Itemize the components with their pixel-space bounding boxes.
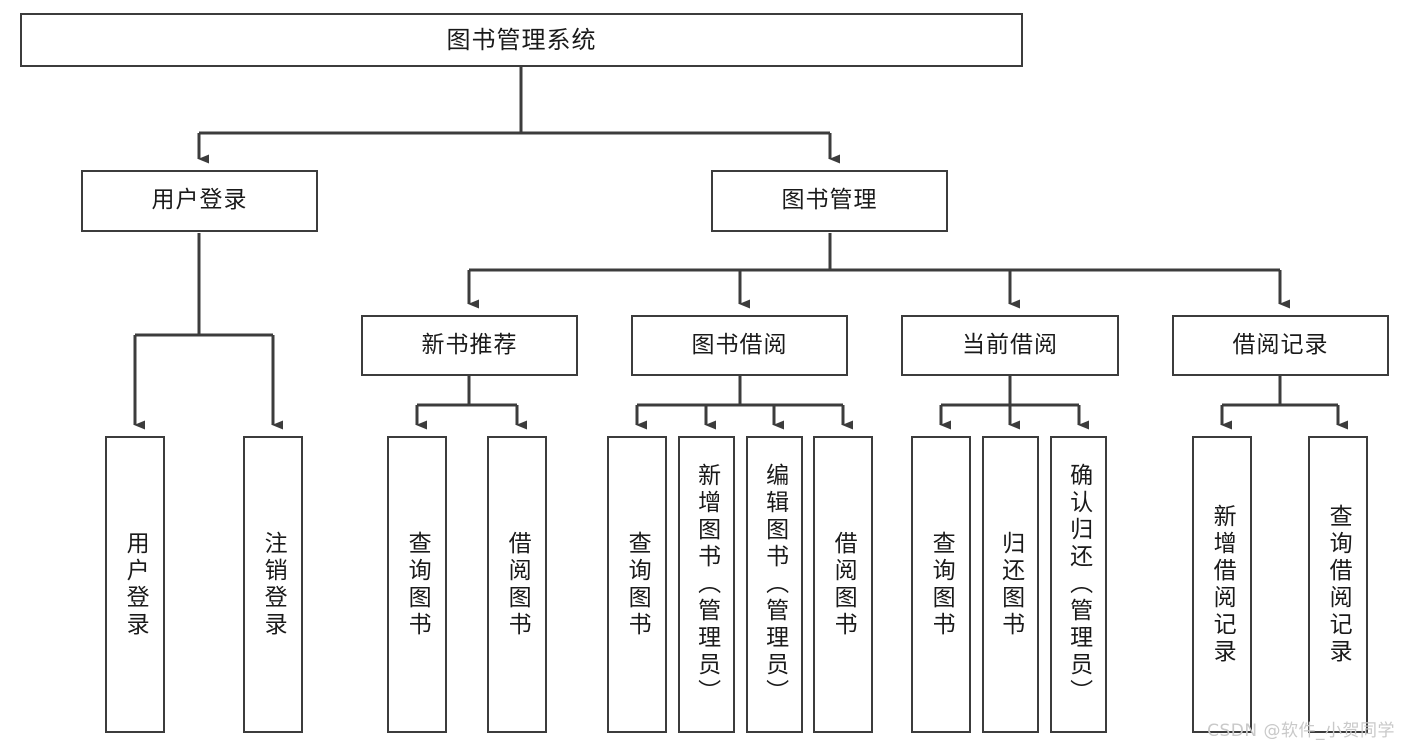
- node-label: 图书管理: [781, 187, 878, 214]
- leaf-current-borrow-return-book[interactable]: 归还图书: [982, 436, 1039, 733]
- node-label: 新书推荐: [421, 331, 518, 358]
- leaf-book-borrow-edit-book-admin[interactable]: 编辑图书（管理员）: [746, 436, 803, 733]
- node-new-book-recommend[interactable]: 新书推荐: [361, 315, 578, 376]
- node-label: 用户登录: [151, 187, 248, 214]
- node-label: 查询图书: [404, 530, 431, 639]
- node-borrow-record[interactable]: 借阅记录: [1172, 315, 1389, 376]
- leaf-book-borrow-add-book-admin[interactable]: 新增图书（管理员）: [678, 436, 735, 733]
- leaf-user-login-login[interactable]: 用户登录: [105, 436, 165, 733]
- node-label: 编辑图书（管理员）: [761, 463, 788, 706]
- node-user-login[interactable]: 用户登录: [81, 170, 318, 232]
- node-label: 查询图书: [928, 530, 955, 639]
- node-current-borrow[interactable]: 当前借阅: [901, 315, 1119, 376]
- csdn-watermark: CSDN @软件_小贺同学: [1207, 721, 1395, 741]
- leaf-user-login-logout[interactable]: 注销登录: [243, 436, 303, 733]
- node-label: 查询图书: [624, 530, 651, 639]
- node-label: 查询借阅记录: [1325, 503, 1352, 666]
- node-label: 确认归还（管理员）: [1065, 463, 1092, 706]
- node-label: 图书借阅: [691, 331, 788, 358]
- node-label: 当前借阅: [962, 331, 1058, 358]
- node-label: 借阅图书: [504, 530, 531, 639]
- node-book-borrow[interactable]: 图书借阅: [631, 315, 848, 376]
- leaf-new-book-borrow-book[interactable]: 借阅图书: [487, 436, 547, 733]
- node-label: 注销登录: [260, 530, 287, 639]
- leaf-book-borrow-query-book[interactable]: 查询图书: [607, 436, 667, 733]
- leaf-borrow-record-query-record[interactable]: 查询借阅记录: [1308, 436, 1368, 733]
- leaf-current-borrow-confirm-return-admin[interactable]: 确认归还（管理员）: [1050, 436, 1107, 733]
- node-label: 借阅记录: [1232, 331, 1329, 358]
- leaf-borrow-record-add-record[interactable]: 新增借阅记录: [1192, 436, 1252, 733]
- node-root-book-management-system[interactable]: 图书管理系统: [20, 13, 1023, 67]
- node-label: 借阅图书: [830, 530, 857, 639]
- node-book-management[interactable]: 图书管理: [711, 170, 948, 232]
- leaf-new-book-query-book[interactable]: 查询图书: [387, 436, 447, 733]
- node-label: 归还图书: [997, 530, 1024, 639]
- node-label: 新增借阅记录: [1209, 503, 1236, 666]
- leaf-current-borrow-query-book[interactable]: 查询图书: [911, 436, 971, 733]
- node-label: 图书管理系统: [446, 25, 597, 54]
- node-label: 新增图书（管理员）: [693, 463, 720, 706]
- node-label: 用户登录: [122, 530, 149, 639]
- leaf-book-borrow-borrow-book[interactable]: 借阅图书: [813, 436, 873, 733]
